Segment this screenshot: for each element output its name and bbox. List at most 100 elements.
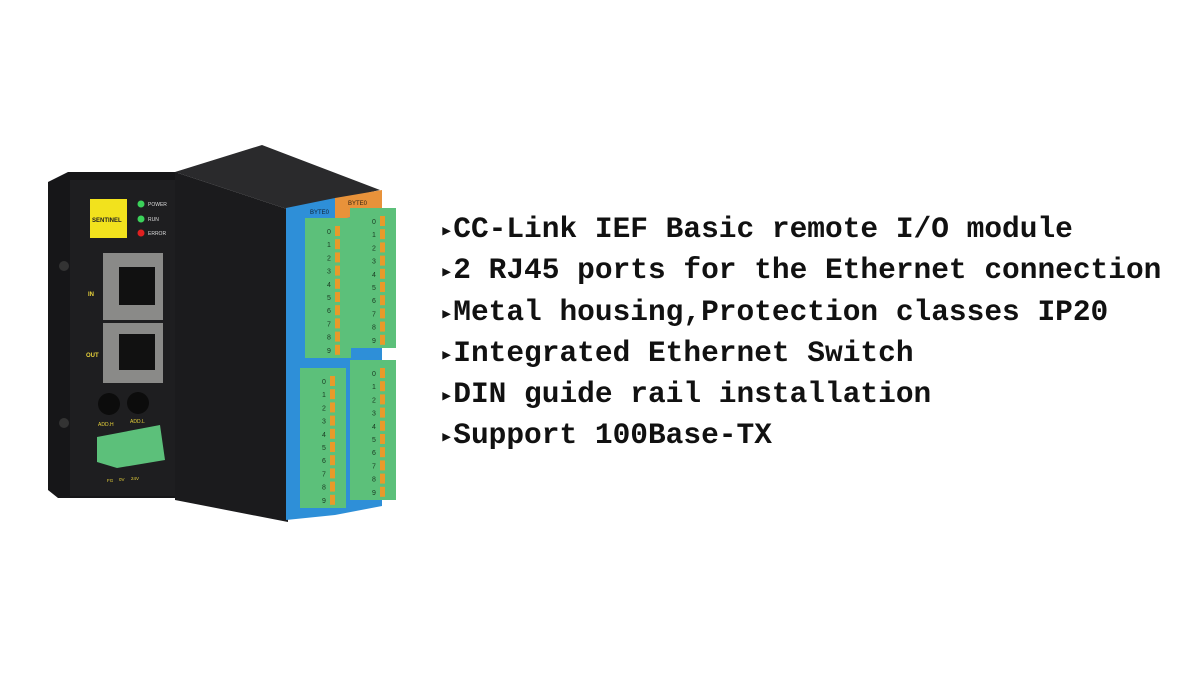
terminal-number: 2 [372, 397, 376, 404]
spring-release-button [335, 252, 340, 263]
spring-release-button [330, 494, 335, 505]
terminal-block [300, 368, 346, 508]
terminal-number: 7 [322, 471, 326, 478]
triangle-bullet-icon: ▸ [440, 384, 454, 410]
spring-release-button [330, 389, 335, 400]
spring-release-button [380, 394, 385, 405]
terminal-number: 1 [372, 232, 376, 239]
brand-logo [90, 199, 127, 238]
terminal-number: 3 [322, 419, 326, 426]
switch-label: ADD.L [130, 419, 145, 425]
terminal-number: 8 [322, 485, 326, 492]
spring-release-button [380, 308, 385, 319]
triangle-bullet-icon: ▸ [440, 219, 454, 244]
spring-release-button [330, 402, 335, 413]
terminal-label: FG [107, 478, 114, 483]
switch-label: ADD.H [98, 422, 114, 428]
led-label: ERROR [148, 231, 166, 237]
terminal-number: 1 [372, 384, 376, 391]
feature-text: CC-Link IEF Basic remote I/O module [453, 212, 1073, 246]
feature-text: DIN guide rail installation [453, 377, 932, 412]
terminal-number: 4 [372, 424, 376, 431]
spring-release-button [335, 226, 340, 236]
spring-release-button [335, 318, 340, 329]
feature-item: ▸DIN guide rail installation [440, 374, 1161, 415]
terminal-number: 6 [372, 450, 376, 457]
spring-release-button [380, 268, 385, 279]
spring-release-button [380, 242, 385, 253]
feature-text: Support 100Base-TX [453, 418, 772, 453]
led-label: RUN [148, 217, 159, 223]
terminal-number: 5 [327, 295, 331, 302]
spring-release-button [335, 305, 340, 316]
led-label: POWER [148, 202, 167, 208]
spring-release-button [335, 331, 340, 342]
feature-item: ▸2 RJ45 ports for the Ethernet connectio… [440, 250, 1161, 291]
terminal-block [350, 360, 396, 500]
spring-release-button [335, 344, 340, 355]
triangle-bullet-icon: ▸ [440, 425, 454, 451]
terminal-number: 3 [372, 411, 376, 418]
spring-release-button [380, 473, 385, 484]
feature-text: Metal housing,Protection classes IP20 [453, 294, 1109, 329]
spring-release-button [380, 368, 385, 378]
byte-label: BYTE0 [348, 201, 368, 207]
terminal-number: 4 [322, 432, 326, 439]
housing-top [175, 145, 380, 210]
spring-release-button [380, 381, 385, 392]
power-terminal [97, 425, 165, 468]
spring-release-button [330, 468, 335, 479]
spring-release-button [380, 321, 385, 332]
address-switch-low[interactable] [127, 392, 149, 414]
feature-item: ▸Support 100Base-TX [440, 415, 1161, 456]
address-switch-high[interactable] [98, 393, 120, 415]
terminal-number: 7 [327, 321, 331, 328]
error-led [137, 229, 145, 237]
spring-release-button [380, 460, 385, 471]
terminal-number: 4 [327, 282, 331, 289]
feature-list: ▸CC-Link IEF Basic remote I/O module ▸2 … [440, 209, 1161, 457]
feature-item: ▸CC-Link IEF Basic remote I/O module [440, 209, 1161, 250]
terminal-number: 6 [372, 298, 376, 305]
brand-logo-text: SENTINEL [92, 218, 122, 224]
spring-release-button [335, 265, 340, 276]
terminal-number: 5 [322, 445, 326, 452]
terminal-number: 5 [372, 285, 376, 292]
spring-release-button [380, 447, 385, 458]
spring-release-button [335, 292, 340, 302]
spring-release-button [380, 295, 385, 306]
terminal-number: 0 [372, 371, 376, 378]
byte-label: BYTE0 [310, 210, 330, 216]
terminal-number: 2 [322, 405, 326, 412]
spring-release-button [335, 278, 340, 289]
spring-release-button [335, 239, 340, 250]
terminal-number: 8 [327, 335, 331, 342]
spring-release-button [330, 481, 335, 492]
spring-release-button [380, 407, 385, 418]
terminal-block [350, 208, 396, 348]
triangle-bullet-icon: ▸ [440, 342, 454, 368]
terminal-number: 9 [372, 338, 376, 345]
housing-front [175, 172, 290, 522]
terminal-number: 9 [372, 490, 376, 497]
terminal-number: 7 [372, 311, 376, 318]
screw-icon [59, 261, 69, 271]
terminal-number: 4 [372, 272, 376, 279]
spring-release-button [380, 229, 385, 240]
terminal-block [305, 218, 351, 358]
terminal-number: 6 [322, 458, 326, 465]
spring-release-button [330, 428, 335, 439]
screw-icon [59, 418, 69, 428]
feature-text: Integrated Ethernet Switch [453, 335, 914, 370]
spring-release-button [330, 415, 335, 426]
feature-item: ▸Integrated Ethernet Switch [440, 333, 1161, 374]
terminal-label: 24V [131, 476, 139, 481]
terminal-number: 1 [327, 242, 331, 249]
terminal-number: 2 [327, 255, 331, 262]
io-module-product-image: BYTE0 BYTE0 0123456789012345678901234567… [48, 145, 396, 522]
terminal-number: 0 [372, 219, 376, 226]
spring-release-button [380, 486, 385, 497]
triangle-bullet-icon: ▸ [440, 301, 454, 327]
terminal-number: 6 [327, 308, 331, 315]
spring-release-button [380, 255, 385, 266]
